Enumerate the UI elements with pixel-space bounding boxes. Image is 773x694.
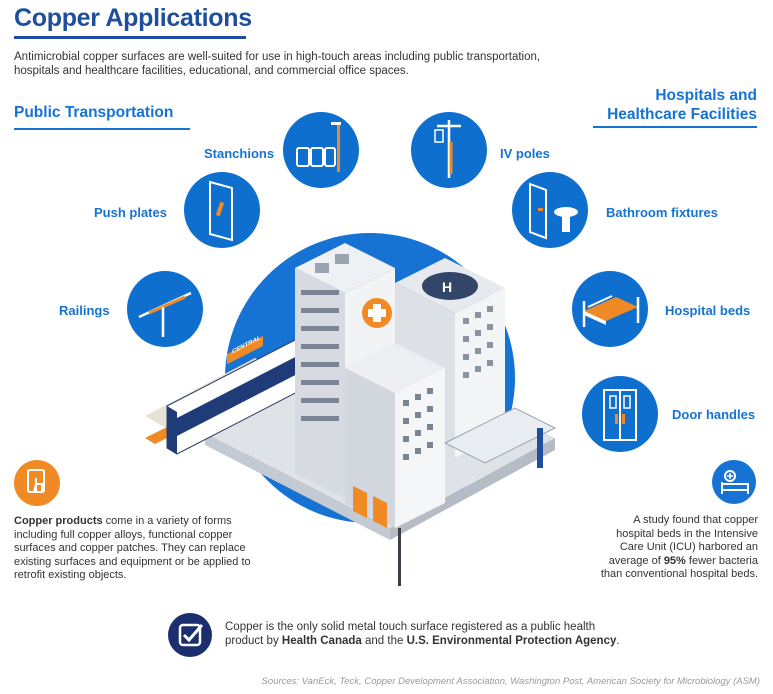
copper-products-body: come in a variety of forms including ful… [14, 515, 251, 581]
bathroom-fixtures-circle [512, 172, 588, 248]
entrance-door-left [353, 486, 367, 518]
study-text-after: fewer bacteria than conventional hospita… [600, 554, 758, 581]
hand-touch-icon [27, 469, 45, 493]
tower-windows [301, 290, 339, 421]
label-stanchions: Stanchions [204, 146, 275, 161]
roof-vent-2 [335, 254, 349, 264]
reg-text-1: Copper is the only solid metal touch sur… [225, 621, 596, 647]
section-underline-right [593, 126, 757, 128]
helipad-building-windows [463, 306, 493, 378]
railing-icon [138, 291, 192, 337]
label-hospital-beds: Hospital beds [665, 303, 751, 318]
train-sign-board [227, 335, 263, 365]
train-front [167, 406, 177, 454]
sources-text: Sources: VanEck, Teck, Copper Developmen… [261, 676, 760, 687]
hospital-bed-icon [582, 295, 640, 327]
entrance-door-right [373, 496, 387, 528]
iv-pole-icon [434, 120, 461, 178]
reg-text-3: . [616, 635, 620, 647]
copper-products-bold: Copper products [14, 515, 103, 527]
helipad [422, 272, 478, 300]
railings-circle [127, 271, 203, 347]
section-title-hospitals-line2: Healthcare Facilities [607, 106, 757, 123]
reg-text-2: and the [361, 635, 407, 647]
label-push-plates: Push plates [94, 205, 167, 220]
reg-epa: U.S. Environmental Protection Agency [406, 635, 617, 647]
label-railings: Railings [59, 303, 110, 318]
cross-horizontal [368, 309, 386, 317]
canopy-pillar [537, 428, 543, 468]
front-block-windows [403, 388, 433, 460]
door-handles-circle [582, 376, 658, 452]
title-underline [14, 36, 246, 39]
label-door-handles: Door handles [672, 407, 756, 422]
hospital-beds-circle [572, 271, 648, 347]
section-title-hospitals: Hospitals and Healthcare Facilities [560, 86, 757, 124]
roof-vent-1 [315, 263, 329, 273]
door-handles-icon [603, 389, 637, 441]
copper-products-text: Copper products come in a variety of for… [14, 515, 264, 583]
section-underline-left [14, 128, 190, 130]
checkbox-icon [178, 623, 204, 647]
helipad-building-right [455, 288, 505, 458]
label-bathroom-fixtures: Bathroom fixtures [606, 205, 718, 220]
iv-poles-circle [411, 112, 487, 188]
registration-badge [168, 613, 212, 657]
reg-health-canada: Health Canada [281, 635, 362, 647]
patient-bed-icon [721, 470, 749, 494]
registration-text: Copper is the only solid metal touch sur… [225, 620, 625, 648]
ground-edge-right [390, 438, 555, 540]
stanchions-circle [283, 112, 359, 188]
ground-edge-left [205, 433, 390, 540]
push-plates-circle [184, 172, 260, 248]
entrance-canopy [443, 407, 557, 464]
label-iv-poles: IV poles [500, 146, 550, 161]
door-push-plate-icon [209, 180, 233, 242]
copper-products-badge [14, 460, 60, 506]
section-title-hospitals-line1: Hospitals and [655, 87, 757, 104]
study-badge [712, 460, 756, 504]
train-windows [177, 352, 305, 436]
study-text: A study found that copper hospital beds … [598, 514, 758, 582]
page-title: Copper Applications [14, 4, 252, 32]
front-block-left [345, 368, 395, 528]
section-title-public-transportation: Public Transportation [14, 104, 174, 121]
study-percent: 95% [663, 554, 686, 567]
study-text-before: A study found that copper hospital beds … [608, 514, 758, 567]
hospital-train-illustration: CENTRAL H [145, 233, 557, 586]
seats-icon [296, 122, 341, 172]
lamp-post [398, 528, 401, 586]
helipad-h-icon: H [442, 279, 452, 295]
bathroom-sink-icon [529, 182, 578, 240]
intro-text: Antimicrobial copper surfaces are well-s… [14, 51, 541, 77]
